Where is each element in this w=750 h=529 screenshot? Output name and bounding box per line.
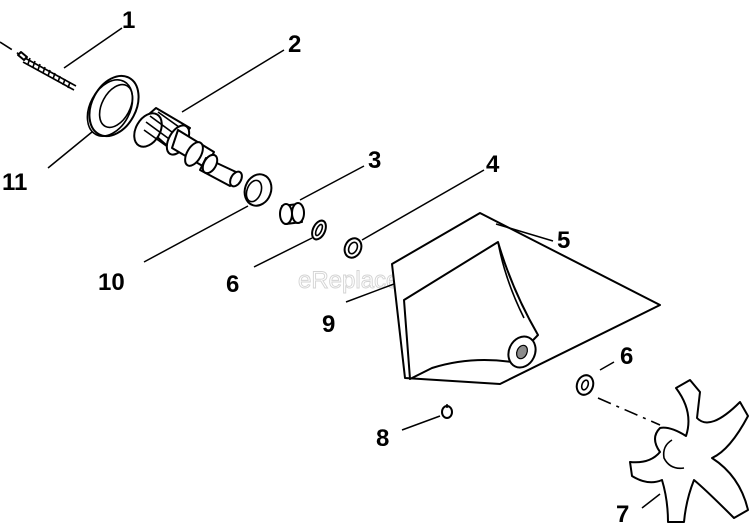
callout-8: 8 (376, 425, 389, 452)
leader-6a (253, 237, 313, 268)
part-6-washer-lower (575, 374, 595, 396)
leader-1 (63, 27, 123, 69)
callout-4: 4 (486, 151, 500, 178)
callout-7: 7 (616, 501, 629, 528)
part-8-set-screw (441, 404, 453, 419)
leader-10 (143, 205, 249, 263)
leader-3 (299, 165, 365, 201)
leader-5 (495, 223, 554, 242)
part-6-oring-upper (311, 219, 327, 241)
leader-2 (181, 49, 285, 113)
leader-9 (345, 283, 395, 303)
part-1-screw (0, 41, 77, 91)
leader-7 (641, 493, 661, 509)
callout-6b: 6 (620, 343, 633, 370)
leader-lines (47, 27, 661, 509)
callout-2: 2 (288, 31, 301, 58)
leader-6b (599, 361, 615, 371)
leader-11 (47, 131, 93, 169)
part-2-cartridge (133, 107, 243, 188)
callout-3: 3 (368, 147, 381, 174)
part-5-trim-plate (391, 212, 661, 385)
callout-5: 5 (557, 227, 570, 254)
part-4-oring (343, 237, 363, 259)
callout-11: 11 (2, 169, 27, 196)
callout-10: 10 (98, 269, 125, 296)
callout-9: 9 (322, 311, 335, 338)
callout-6a: 6 (226, 271, 239, 298)
leader-8 (401, 415, 441, 431)
part-10-clip (243, 173, 273, 207)
callout-labels: 1 2 3 4 5 6 9 10 11 8 6 7 (2, 7, 633, 528)
leader-4 (361, 169, 485, 241)
part-7-cross-handle (597, 379, 749, 523)
callout-1: 1 (122, 7, 135, 34)
part-3-bushing (279, 202, 305, 225)
part-11-ring (86, 74, 140, 138)
